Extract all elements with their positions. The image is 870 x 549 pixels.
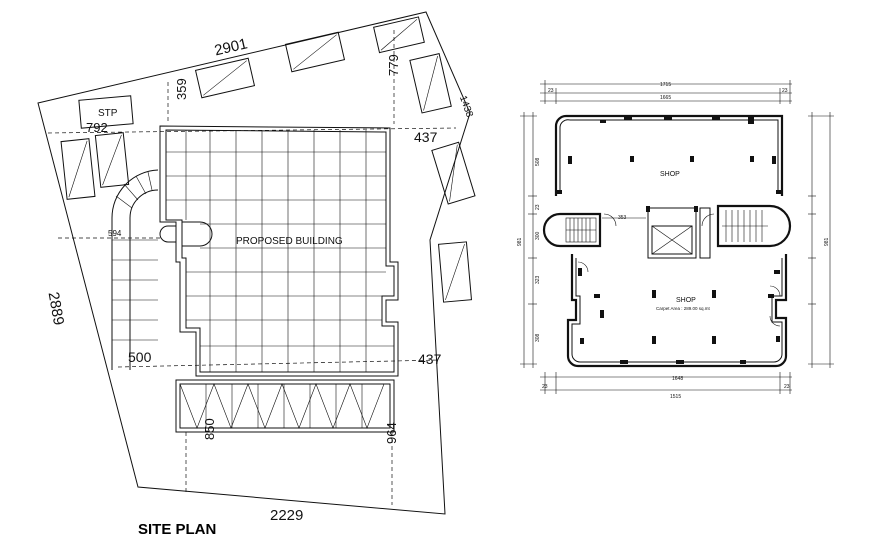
spiral-ramp — [111, 169, 159, 370]
stp-label: STP — [98, 108, 118, 119]
building-outline — [159, 125, 399, 377]
room-label-shop-top: SHOP — [660, 171, 680, 178]
lower-shop-walls — [566, 254, 788, 368]
site-boundary — [37, 11, 471, 515]
dim-1438: 1438 — [457, 94, 475, 119]
dim-bottom: 2229 — [270, 507, 303, 524]
dim-left: 2889 — [45, 291, 68, 327]
dim-359: 359 — [174, 78, 189, 100]
room-carpet-area: Carpet Area : 289.00 sq.mt — [656, 306, 711, 311]
dim-850: 850 — [202, 418, 217, 440]
fp-dim-bottom-inner: 1648 — [672, 376, 683, 382]
right-stair — [716, 204, 792, 248]
site-plan: STP — [37, 11, 476, 524]
dim-437-bottom: 437 — [418, 351, 442, 367]
fp-dim-side-508: 508 — [535, 157, 541, 166]
left-stair-bump — [542, 212, 602, 248]
page-title: SITE PLAN — [138, 521, 216, 538]
parking-left — [60, 132, 130, 200]
fp-dim-right-total: 981 — [824, 237, 830, 246]
parking-bottom — [175, 379, 395, 433]
fp-dim-top-left: 23 — [548, 88, 554, 94]
left-stair — [565, 217, 597, 243]
parking-top — [194, 16, 476, 303]
dim-779: 779 — [386, 54, 401, 76]
dim-437-top: 437 — [414, 129, 438, 145]
dim-792: 792 — [86, 120, 108, 135]
fp-dim-side-323: 323 — [535, 275, 541, 284]
fp-dim-top-total: 1715 — [660, 82, 671, 88]
dim-500: 500 — [128, 349, 152, 365]
upper-shop-walls — [554, 114, 784, 196]
fp-dim-mid: 353 — [618, 215, 627, 221]
lift-core — [647, 207, 711, 259]
fp-dim-side-308: 308 — [535, 333, 541, 342]
building-label: PROPOSED BUILDING — [236, 236, 343, 247]
door-swing — [603, 213, 617, 227]
fp-dim-bottom-total: 1515 — [670, 394, 681, 400]
room-label-shop-bottom: SHOP — [676, 297, 696, 304]
fp-dim-side-300: 300 — [535, 231, 541, 240]
fp-dim-bottom-left: 23 — [542, 384, 548, 390]
fp-dim-left-total: 981 — [517, 237, 523, 246]
fp-dim-bottom-right: 23 — [784, 384, 790, 390]
building-grid — [166, 130, 394, 372]
dim-594: 594 — [108, 229, 122, 238]
stp-box — [78, 95, 134, 129]
fp-dim-side-23: 23 — [535, 204, 541, 210]
dim-964: 964 — [384, 422, 399, 444]
setback-line-bottom — [117, 359, 441, 368]
building-entrance — [182, 221, 213, 247]
floor-plan: 1715 1665 23 23 1648 1515 23 23 981 508 … — [517, 80, 834, 400]
columns — [556, 116, 782, 364]
fp-dim-top-inner: 1665 — [660, 95, 671, 101]
dim-top: 2901 — [213, 35, 249, 59]
fp-dim-top-right: 23 — [782, 88, 788, 94]
